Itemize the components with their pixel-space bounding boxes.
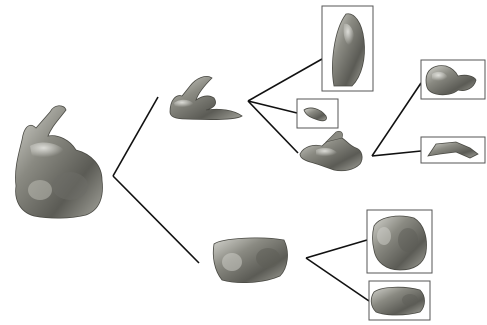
edge-head-bottom (372, 151, 421, 156)
edge-bottom-base (306, 258, 369, 301)
bunny-upper-slice (170, 76, 242, 119)
bunny-head (300, 131, 362, 171)
body-side-fragment (373, 216, 427, 270)
edge-top-small (248, 101, 297, 113)
edge-top-ear (248, 59, 322, 101)
edge-root-bottom (113, 176, 199, 263)
bunny-root (15, 106, 102, 218)
edge-top-head (248, 101, 298, 153)
bunny-lower-slice (213, 238, 287, 283)
edge-bottom-side (306, 240, 367, 258)
edge-root-top (113, 97, 158, 176)
edge-head-top (372, 83, 421, 156)
body-base-fragment (371, 287, 424, 315)
